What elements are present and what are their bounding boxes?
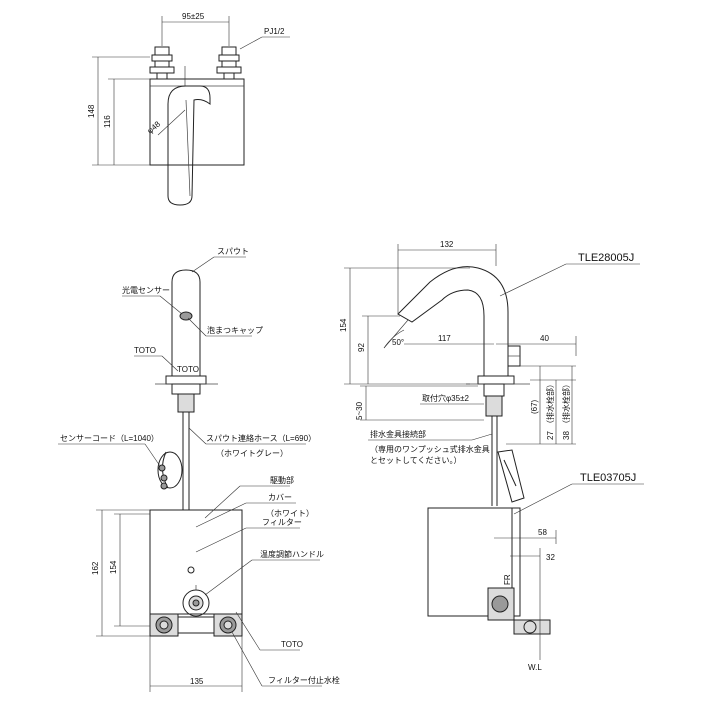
tag-fr: FR: [503, 574, 512, 585]
dim-side-58: 58: [538, 528, 547, 537]
dim-front-body-height: 154: [109, 560, 118, 574]
model-unit: TLE03705J: [580, 472, 636, 484]
label-filter: フィルター: [262, 518, 302, 527]
label-drain-note-2: とセットしてください。）: [370, 456, 462, 465]
label-spout: スパウト: [217, 247, 249, 256]
dim-side-32: 32: [546, 553, 555, 562]
label-cover: カバー: [268, 493, 292, 502]
dim-side-angle: 50°: [392, 338, 404, 347]
dim-side-reach: 132: [440, 240, 454, 249]
dim-top-body-height: 116: [103, 115, 112, 128]
top-view: 95±25 PJ1/2 148 116 φ48: [87, 12, 290, 206]
dim-top-total-height: 148: [87, 104, 96, 118]
dim-side-offset: 40: [540, 334, 549, 343]
dim-side-27: 27: [546, 431, 555, 440]
dim-front-total-height: 162: [91, 561, 100, 575]
label-filter-stop-valve: フィルター付止水栓: [268, 675, 340, 685]
label-aerator-cap: 泡まつキャップ: [207, 325, 263, 335]
label-drive-unit: 駆動部: [270, 475, 294, 485]
top-body: [149, 78, 245, 166]
dim-side-38-note: （排水栓部）: [561, 380, 571, 428]
label-toto-top: TOTO: [134, 346, 156, 355]
side-view: FR TLE28005J TLE03705J 132 154 92 50° 11…: [339, 240, 644, 672]
label-sensor-cord: センサーコード（L=1040）: [60, 434, 159, 443]
label-spout-hose: スパウト連絡ホース（L=690）: [206, 433, 316, 443]
label-drain-mount: 排水金具接続部: [370, 429, 426, 439]
dim-side-27-note: （排水栓部）: [545, 380, 555, 428]
top-fitting-right: [216, 46, 242, 80]
dim-side-counter: 5~30: [355, 401, 364, 420]
front-spout: [171, 269, 201, 377]
dim-top-width: 95±25: [182, 12, 205, 21]
dim-side-mount-hole: 取付穴φ35±2: [422, 393, 469, 403]
top-fitting-left: [149, 46, 175, 80]
brand-top: TOTO: [177, 365, 199, 374]
label-drain-note-1: （専用のワンプッシュ式排水金具: [370, 444, 490, 454]
side-spout: [397, 266, 509, 377]
label-temp-handle: 温度調節ハンドル: [260, 549, 324, 559]
label-hose-color: （ホワイトグレー）: [216, 448, 288, 458]
dim-side-67: (67): [530, 399, 539, 414]
dim-side-outlet-height: 92: [357, 343, 366, 352]
drive-unit-body: [149, 509, 243, 615]
top-spout: [167, 85, 211, 206]
dim-side-spout-height: 154: [339, 318, 348, 332]
photo-sensor: [179, 311, 193, 321]
dim-side-38: 38: [562, 431, 571, 440]
model-faucet: TLE28005J: [578, 252, 634, 264]
dim-front-width: 135: [190, 677, 204, 686]
label-sensor: 光電センサー: [122, 285, 170, 295]
front-view: TOTO スパウト 光電センサ: [58, 247, 340, 692]
dim-side-outlet-reach: 117: [438, 334, 451, 343]
label-cover-color: （ホワイト）: [266, 509, 314, 518]
label-toto-bottom: TOTO: [281, 640, 303, 649]
thread-label: PJ1/2: [264, 27, 285, 36]
label-wall-line: W.L: [528, 663, 542, 672]
sensor-cord-coil: [157, 451, 183, 489]
